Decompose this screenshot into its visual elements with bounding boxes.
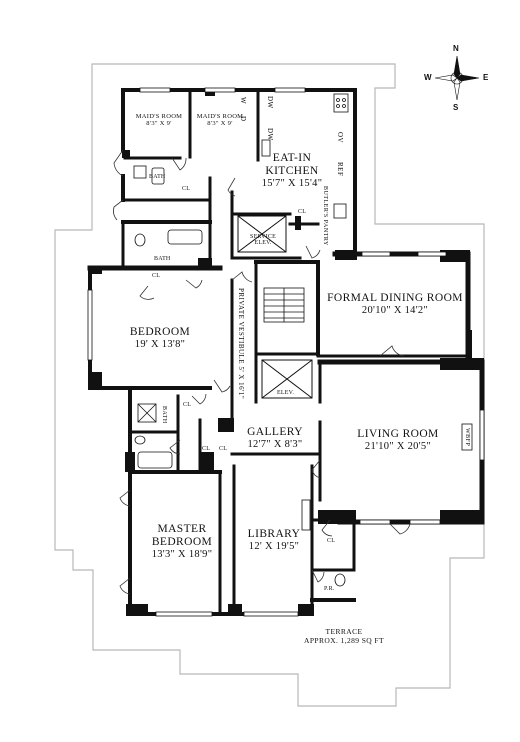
windows: [87, 87, 485, 617]
compass-north: N: [453, 44, 459, 53]
fixtures: [133, 93, 473, 587]
closet-label-2: CL: [298, 209, 307, 215]
closet-label-1: CL: [182, 186, 191, 192]
bath-label-bedroom: BATH: [154, 256, 171, 262]
oven-label: OV: [336, 132, 344, 144]
elevator-label: ELEV.: [277, 390, 295, 396]
powder-room-label: P.R.: [324, 586, 335, 592]
elevators: [237, 215, 313, 399]
room-maids-room-2: MAID'S ROOM 8'3" X 9': [196, 113, 244, 128]
stairs: [263, 287, 305, 323]
dryer-label: D: [239, 116, 247, 122]
bath-label-maids: BATH: [149, 174, 166, 180]
compass-south: S: [453, 103, 459, 112]
room-master-bedroom: MASTER BEDROOM 13'3" X 18'9": [151, 523, 213, 560]
terrace-label: TERRACE APPROX. 1,289 SQ FT: [304, 627, 384, 645]
private-vestibule-label: PRIVATE VESTIBULE 5' X 16'1": [237, 288, 245, 400]
compass-rose-icon: [434, 55, 480, 101]
closet-label-7: CL: [327, 538, 336, 544]
compass-east: E: [483, 73, 489, 82]
washer-label: W: [239, 97, 247, 105]
dishwasher-label-1: DW: [266, 96, 274, 109]
closet-label-4: CL: [183, 402, 192, 408]
room-bedroom: BEDROOM 19' X 13'8": [129, 326, 191, 350]
butlers-pantry-label: BUTLER'S PANTRY: [322, 186, 328, 246]
refrigerator-label: REF: [336, 162, 344, 177]
door-swings: [113, 149, 411, 595]
room-maids-room-1: MAID'S ROOM 8'3" X 9': [135, 113, 183, 128]
fireplace-label: WBFP: [464, 428, 470, 447]
dishwasher-label-2: DW: [266, 128, 274, 141]
closet-label-5: CL: [202, 446, 211, 452]
compass-west: W: [424, 73, 432, 82]
wall-blocks: [88, 90, 484, 616]
room-library: LIBRARY 12' X 19'5": [247, 528, 301, 552]
room-formal-dining: FORMAL DINING ROOM 20'10" X 14'2": [327, 292, 463, 316]
room-eat-in-kitchen: EAT-IN KITCHEN 15'7" X 15'4": [261, 152, 323, 189]
service-elevator-label: SERVICE ELEV.: [250, 234, 276, 246]
terrace-outline: [54, 63, 485, 707]
closet-label-6: CL: [219, 446, 228, 452]
room-living-room: LIVING ROOM 21'10" X 20'5": [357, 428, 439, 452]
closet-label-3: CL: [152, 273, 161, 279]
room-gallery: GALLERY 12'7" X 8'3": [247, 426, 303, 450]
bath-label-master: BATH: [161, 406, 167, 424]
